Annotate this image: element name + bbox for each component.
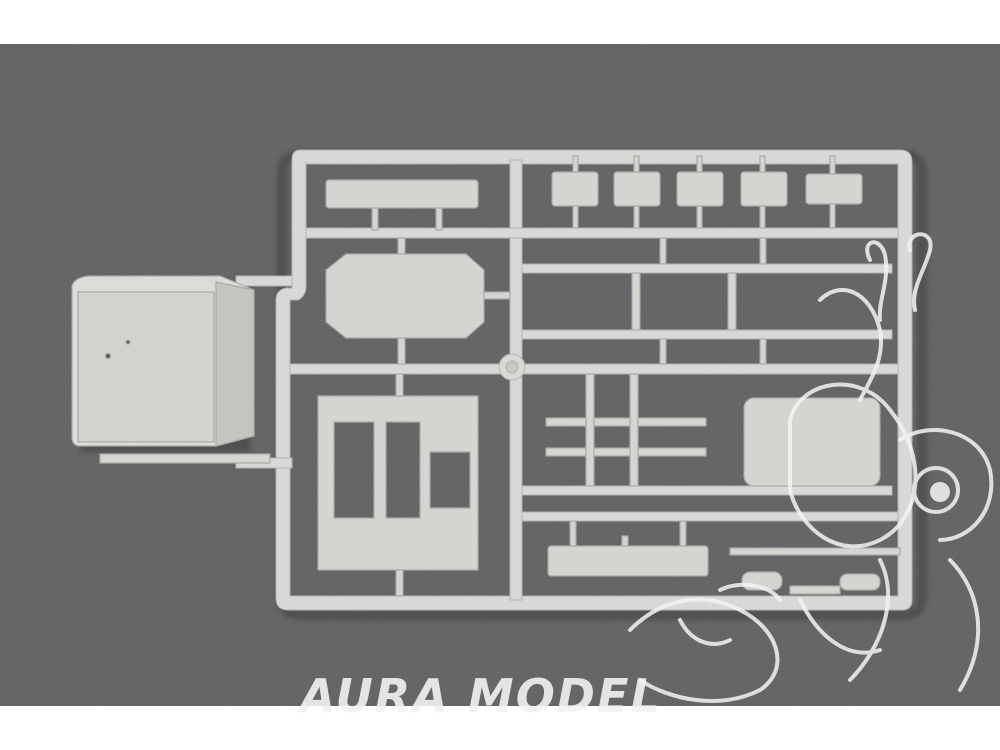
part-window-panel [317,395,479,571]
part-long-bar [325,179,479,209]
watermark-text: AURA MODEL [297,669,662,723]
part-square-plate [743,397,881,487]
part-ladder-grid [545,237,767,487]
part-bottom-bar [547,545,709,577]
part-octagon-plate [325,253,485,339]
part-box-left [71,275,271,464]
cartoon-character-logo [628,232,994,703]
part-row-top [551,155,863,229]
